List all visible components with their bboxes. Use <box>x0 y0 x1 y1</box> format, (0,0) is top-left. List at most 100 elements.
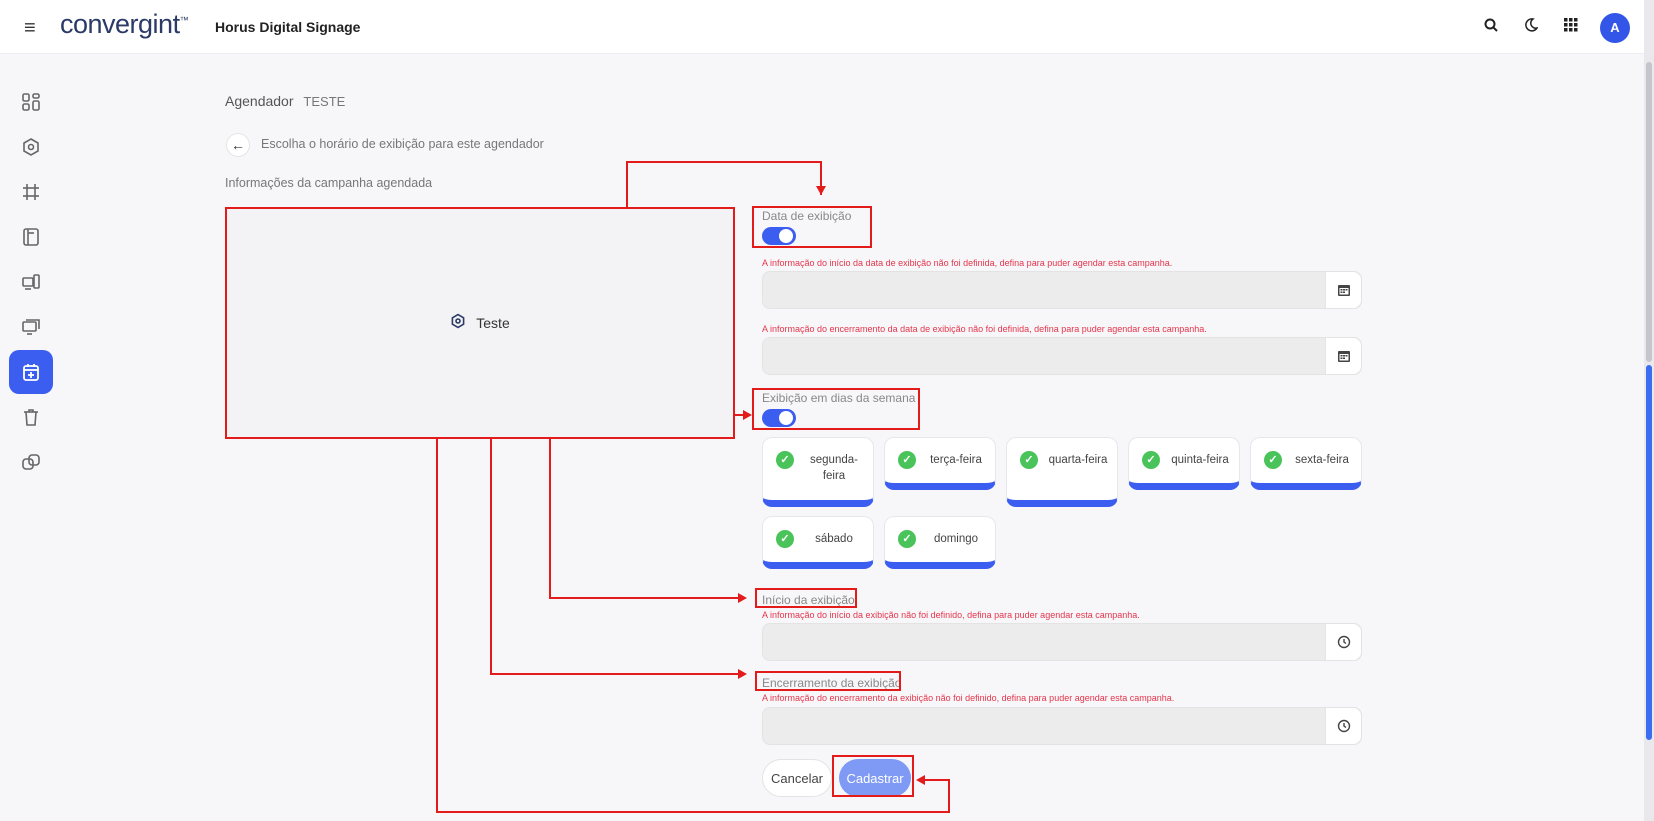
day-label: quinta-feira <box>1171 454 1229 466</box>
annotation-line <box>626 161 628 207</box>
annotation-line <box>436 439 438 813</box>
end-time-input[interactable] <box>762 707 1362 745</box>
day-card-monday[interactable]: ✓ segunda-feira <box>762 437 874 507</box>
annotation-line <box>549 597 741 599</box>
campaign-icon <box>450 313 466 334</box>
dashboard-icon <box>22 93 40 111</box>
annotation-arrow <box>916 775 925 785</box>
devices-icon <box>22 274 40 290</box>
sidebar-item-devices[interactable] <box>9 260 53 304</box>
moon-icon[interactable] <box>1524 18 1539 37</box>
calendar-icon[interactable] <box>1325 272 1361 308</box>
annotation-line <box>490 439 492 675</box>
annotation-arrow <box>816 186 826 195</box>
cancel-button[interactable]: Cancelar <box>762 759 832 797</box>
app-title: Horus Digital Signage <box>215 19 361 35</box>
start-time-input[interactable] <box>762 623 1362 661</box>
date-toggle[interactable] <box>762 227 796 245</box>
date-start-input[interactable] <box>762 271 1362 309</box>
weekdays-label: Exibição em dias da semana <box>762 391 916 405</box>
screens-icon <box>22 319 40 335</box>
book-icon <box>23 228 39 246</box>
apps-grid-icon[interactable] <box>1564 18 1578 37</box>
annotation-box-date <box>752 206 872 248</box>
sidebar-item-dashboard[interactable] <box>9 80 53 124</box>
back-button[interactable]: ← <box>226 133 250 157</box>
date-label: Data de exibição <box>762 209 852 223</box>
annotation-box-submit <box>832 755 914 797</box>
day-card-wednesday[interactable]: ✓ quarta-feira <box>1006 437 1118 507</box>
sidebar-item-layouts[interactable] <box>9 170 53 214</box>
annotation-arrow <box>738 669 747 679</box>
annotation-line <box>626 161 822 163</box>
logo-text: convergint <box>60 9 180 39</box>
check-icon: ✓ <box>898 530 916 548</box>
day-label: terça-feira <box>930 454 982 466</box>
sidebar <box>0 55 62 821</box>
sidebar-item-content[interactable] <box>9 215 53 259</box>
clock-icon[interactable] <box>1325 624 1361 660</box>
breadcrumb-title: Agendador <box>225 93 294 109</box>
check-icon: ✓ <box>1142 451 1160 469</box>
sidebar-item-screens[interactable] <box>9 305 53 349</box>
check-icon: ✓ <box>898 451 916 469</box>
annotation-line <box>820 161 822 195</box>
day-card-sunday[interactable]: ✓ domingo <box>884 516 996 569</box>
calendar-icon[interactable] <box>1325 338 1361 374</box>
search-icon[interactable] <box>1484 18 1498 37</box>
date-end-error: A informação do encerramento da data de … <box>762 324 1207 334</box>
campaign-icon <box>23 138 39 156</box>
end-error: A informação do encerramento da exibição… <box>762 693 1175 703</box>
logo-trademark: ™ <box>179 15 189 25</box>
sidebar-item-campaigns[interactable] <box>9 125 53 169</box>
campaign-name: Teste <box>476 315 510 331</box>
annotation-line <box>924 779 950 781</box>
annotation-line <box>436 811 950 813</box>
scrollbar-thumb[interactable] <box>1646 62 1652 362</box>
back-description: Escolha o horário de exibição para este … <box>261 137 544 151</box>
hamburger-icon[interactable]: ≡ <box>24 17 36 39</box>
annotation-line <box>549 439 551 599</box>
day-label: segunda-feira <box>810 454 858 482</box>
annotation-line <box>735 414 747 416</box>
trash-icon <box>24 409 38 426</box>
arrow-left-icon: ← <box>231 137 245 153</box>
breadcrumb: Agendador TESTE <box>225 93 345 109</box>
day-label: quarta-feira <box>1048 454 1108 466</box>
submit-button[interactable]: Cadastrar <box>839 759 911 797</box>
check-icon: ✓ <box>776 530 794 548</box>
annotation-arrow <box>738 593 747 603</box>
campaign-card[interactable]: Teste <box>225 207 735 439</box>
check-icon: ✓ <box>1264 451 1282 469</box>
annotation-box-start <box>755 588 857 608</box>
date-start-error: A informação do início da data de exibiç… <box>762 258 1173 268</box>
annotation-box-end <box>755 671 901 691</box>
day-label: sexta-feira <box>1295 454 1349 466</box>
end-label: Encerramento da exibição <box>762 676 902 690</box>
day-label: domingo <box>933 533 979 545</box>
scrollbar-thumb-active[interactable] <box>1646 365 1652 740</box>
crop-icon <box>23 184 39 200</box>
sidebar-item-trash[interactable] <box>9 395 53 439</box>
day-card-friday[interactable]: ✓ sexta-feira <box>1250 437 1362 490</box>
check-icon: ✓ <box>776 451 794 469</box>
clock-icon[interactable] <box>1325 708 1361 744</box>
start-label: Início da exibição <box>762 593 855 607</box>
start-error: A informação do início da exibição não f… <box>762 610 1140 620</box>
top-bar: ≡ convergint™ Horus Digital Signage A <box>0 0 1644 54</box>
breadcrumb-sub: TESTE <box>303 94 346 109</box>
day-label: sábado <box>815 533 853 545</box>
logo[interactable]: convergint™ <box>60 9 189 40</box>
date-end-input[interactable] <box>762 337 1362 375</box>
check-icon: ✓ <box>1020 451 1038 469</box>
avatar[interactable]: A <box>1600 13 1630 43</box>
weekdays-toggle[interactable] <box>762 409 796 427</box>
calendar-add-icon <box>23 364 39 381</box>
day-card-saturday[interactable]: ✓ sábado <box>762 516 874 569</box>
annotation-arrow <box>743 410 752 420</box>
day-card-thursday[interactable]: ✓ quinta-feira <box>1128 437 1240 490</box>
sidebar-item-groups[interactable] <box>9 440 53 484</box>
groups-icon <box>22 454 40 470</box>
sidebar-item-scheduler[interactable] <box>9 350 53 394</box>
day-card-tuesday[interactable]: ✓ terça-feira <box>884 437 996 490</box>
